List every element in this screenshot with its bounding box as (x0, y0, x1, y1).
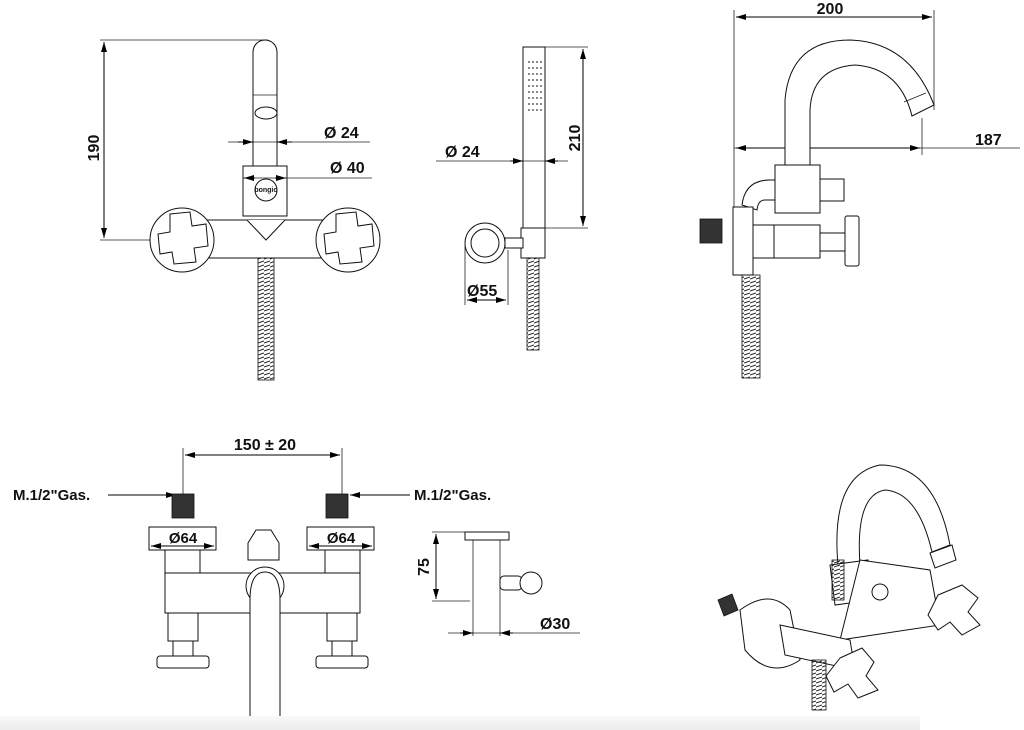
dim-center-distance: 150 ± 20 (234, 437, 296, 454)
dim-holder-pipe-diameter: Ø30 (540, 616, 570, 633)
dim-front-height: 190 (86, 135, 103, 162)
dim-escutcheon-left: Ø64 (169, 530, 198, 547)
side-view (699, 10, 1020, 379)
dim-side-depth: 200 (817, 1, 844, 18)
iso-handle-right (927, 584, 981, 636)
inlet-thread-left (171, 493, 195, 519)
top-spout (249, 571, 281, 729)
inlet-label-right: M.1/2"Gas. (414, 487, 491, 504)
hose (257, 257, 275, 381)
front-view (100, 39, 381, 381)
shower-holder-bracket (520, 227, 546, 259)
inlet-thread-right (325, 493, 349, 519)
dim-escutcheon-right: Ø64 (327, 530, 356, 547)
dim-front-body-diameter: Ø 40 (330, 160, 365, 177)
hand-shower-view (436, 46, 588, 351)
side-spout (784, 39, 935, 166)
inlet-label-left: M.1/2"Gas. (13, 487, 90, 504)
dim-holder-diameter: Ø55 (467, 283, 497, 300)
brand-badge (254, 178, 278, 202)
top-view (108, 448, 410, 729)
dim-shower-diameter: Ø 24 (445, 144, 480, 161)
dim-shower-length: 210 (567, 125, 584, 152)
brand-badge-text: bongio (254, 187, 277, 194)
side-handle (844, 215, 860, 267)
handle-left-top (156, 655, 210, 669)
dim-holder-height: 75 (416, 558, 433, 576)
spout (252, 39, 278, 169)
dim-front-spout-diameter: Ø 24 (324, 125, 359, 142)
handle-right-top (315, 655, 369, 669)
isometric-view (717, 464, 981, 711)
page-footer-strip (0, 716, 920, 730)
inlet-thread (699, 218, 723, 244)
holder-detail-view (432, 531, 580, 636)
dim-side-reach: 187 (975, 132, 1002, 149)
iso-handle-left (825, 647, 879, 699)
